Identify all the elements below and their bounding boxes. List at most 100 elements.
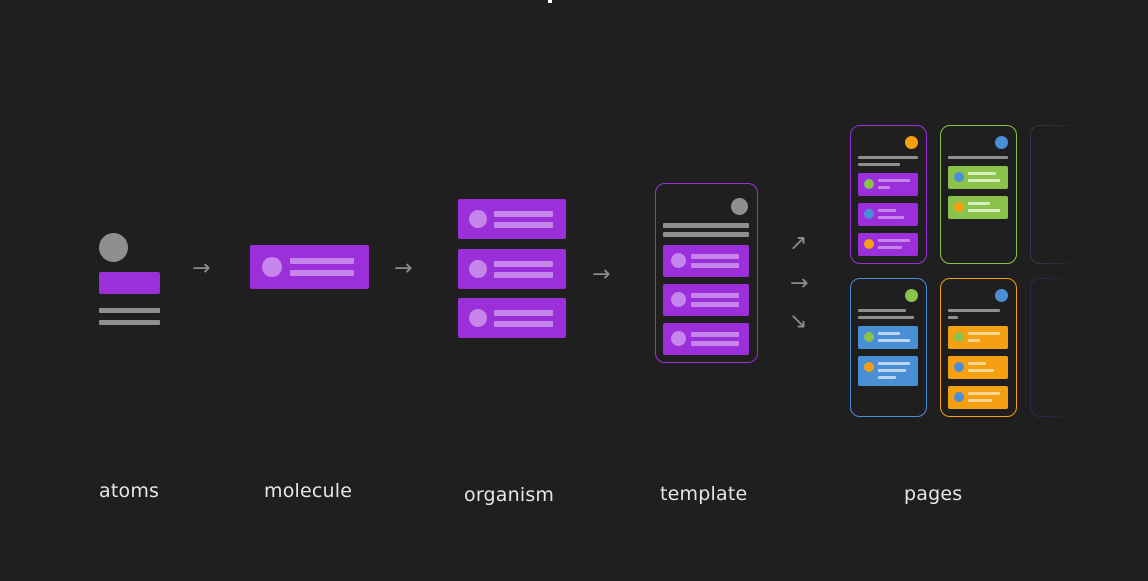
user-avatar-icon [864,179,874,189]
template-avatar-circle [731,198,748,215]
user-avatar-icon [954,172,964,182]
user-avatar-icon [864,332,874,342]
page-purple [850,125,927,264]
template-card-avatar [671,292,686,307]
card-line [968,202,990,205]
page-title-line [948,156,1008,159]
user-avatar-icon [954,362,964,372]
page-title-line [948,316,958,319]
card-line [878,332,900,335]
organism-avatar-circle [469,260,487,278]
user-avatar-icon [954,202,964,212]
organism-avatar-circle [469,210,487,228]
card-line [968,209,1000,212]
organism-card-2 [458,249,566,289]
page-card [858,356,918,386]
organism-line [494,272,553,278]
user-avatar-icon [905,289,918,302]
card-line [968,392,1000,395]
fade-overlay [1040,110,1148,440]
label-template: template [660,483,748,505]
card-line [878,239,910,242]
page-card [858,173,918,196]
molecule-line-2 [290,270,354,276]
arrow-right-icon: → [592,262,611,287]
user-avatar-icon [954,332,964,342]
card-line [968,172,996,175]
card-line [878,186,890,189]
atom-line-1 [99,308,160,313]
page-title-line [858,309,906,312]
page-card [948,356,1008,379]
top-edge-marker [548,0,552,3]
template-card-line [691,341,739,346]
template-card-3 [663,323,749,355]
card-line [878,339,910,342]
template-card-2 [663,284,749,316]
organism-line [494,211,553,217]
page-card [858,203,918,226]
user-avatar-icon [954,392,964,402]
molecule-avatar-circle [262,257,282,277]
page-title-line [858,316,914,319]
label-molecule: molecule [264,480,353,502]
page-card [948,326,1008,349]
card-line [878,376,896,379]
arrow-right-icon: → [192,256,211,281]
template-card-line [691,263,739,268]
card-line [878,209,896,212]
arrow-right-icon: → [790,271,809,296]
template-card-avatar [671,331,686,346]
organism-line [494,261,553,267]
organism-avatar-circle [469,309,487,327]
molecule-card [250,245,369,289]
card-line [878,246,902,249]
template-card-1 [663,245,749,277]
card-line [878,362,910,365]
template-title-line [663,223,749,228]
user-avatar-icon [905,136,918,149]
label-pages: pages [904,483,963,505]
card-line [968,399,992,402]
user-avatar-icon [864,362,874,372]
organism-card-1 [458,199,566,239]
atom-line-2 [99,320,160,325]
organism-card-3 [458,298,566,338]
template-card-line [691,293,739,298]
page-blue [850,278,927,417]
page-card [948,166,1008,189]
label-organism: organism [464,484,555,506]
page-orange [940,278,1017,417]
page-card [858,326,918,349]
card-line [968,179,1000,182]
template-phone [655,183,758,363]
card-line [878,216,904,219]
user-avatar-icon [864,209,874,219]
template-card-avatar [671,253,686,268]
atom-circle [99,233,128,262]
user-avatar-icon [995,136,1008,149]
card-line [878,179,910,182]
card-line [968,369,994,372]
page-title-line [948,309,1000,312]
user-avatar-icon [995,289,1008,302]
page-title-line [858,163,900,166]
template-card-line [691,302,739,307]
template-card-line [691,332,739,337]
page-green [940,125,1017,264]
template-card-line [691,254,739,259]
page-title-line [858,156,918,159]
atom-purple-bar [99,272,160,294]
page-card [948,386,1008,409]
molecule-line-1 [290,258,354,264]
page-card [948,196,1008,219]
card-line [968,332,1000,335]
template-title-line [663,232,749,237]
user-avatar-icon [864,239,874,249]
card-line [878,369,906,372]
arrow-up-right-icon: ↗ [789,231,808,256]
card-line [968,339,980,342]
organism-line [494,321,553,327]
arrow-right-icon: → [394,256,413,281]
page-card [858,233,918,256]
